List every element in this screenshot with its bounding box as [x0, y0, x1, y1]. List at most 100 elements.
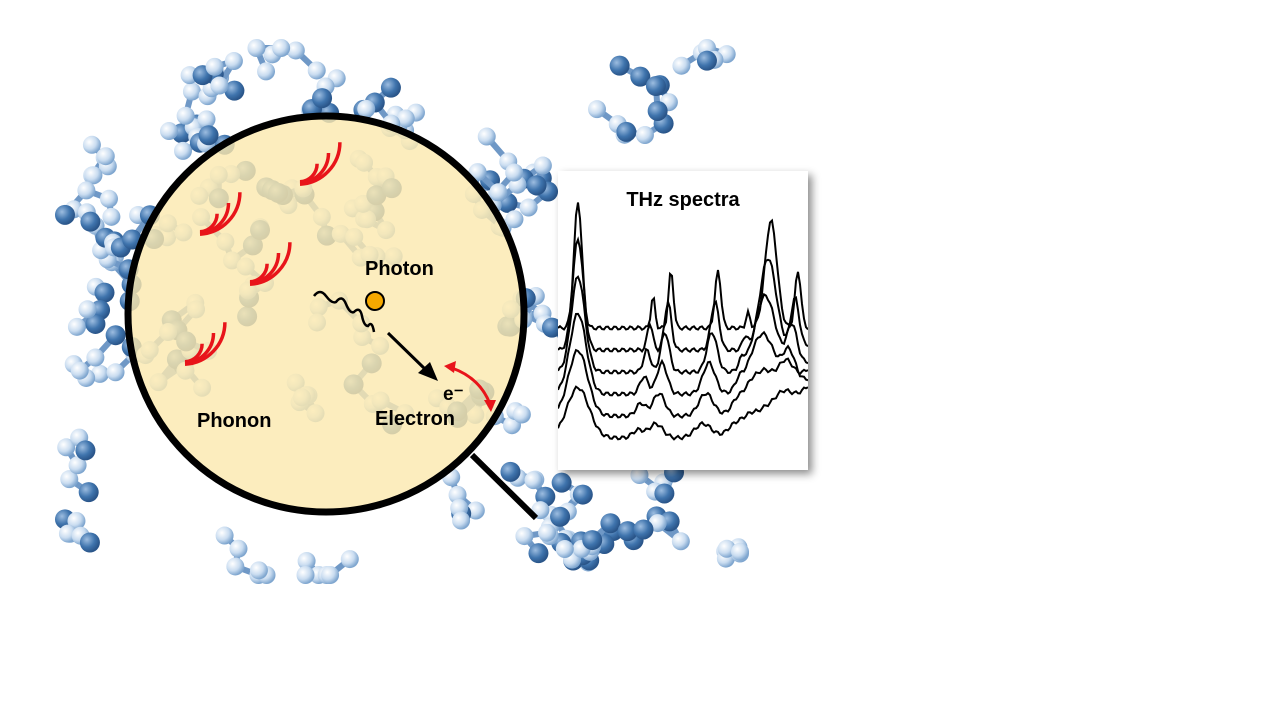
- photon-wavy-arrow-icon: [313, 290, 376, 333]
- atom: [215, 526, 234, 545]
- atom: [380, 77, 401, 98]
- atom: [55, 204, 75, 225]
- atom: [616, 121, 637, 142]
- atom: [357, 99, 376, 118]
- atom: [94, 282, 115, 303]
- atom: [541, 317, 562, 338]
- atom: [489, 183, 508, 202]
- atom: [500, 461, 521, 482]
- phonon-arc: [249, 242, 292, 286]
- atom: [696, 50, 717, 71]
- atom: [671, 532, 690, 551]
- electron-arrow-head: [418, 362, 438, 381]
- spectrum-curve: [558, 275, 808, 376]
- photon-label: Photon: [365, 258, 434, 280]
- atom: [85, 313, 106, 334]
- phonon-arc: [199, 192, 242, 236]
- atom: [75, 440, 96, 461]
- atom: [505, 210, 524, 229]
- atom: [477, 127, 496, 146]
- atom: [176, 106, 195, 125]
- magnifier-rim: [124, 112, 528, 516]
- atom: [78, 300, 97, 319]
- atom: [452, 511, 471, 530]
- atom: [731, 542, 749, 561]
- atom: [466, 501, 485, 520]
- atom: [340, 550, 359, 569]
- atom: [526, 175, 547, 196]
- spectra-plot: [558, 202, 808, 441]
- atom: [505, 163, 524, 182]
- atom: [197, 110, 216, 129]
- atom: [286, 41, 305, 60]
- atom: [519, 198, 538, 217]
- atom: [645, 76, 666, 97]
- atom: [538, 523, 557, 542]
- atom: [672, 56, 691, 75]
- atom: [224, 80, 245, 101]
- phonon-arc: [184, 322, 227, 366]
- atom: [226, 557, 245, 576]
- atom: [297, 552, 316, 571]
- atom: [321, 566, 340, 584]
- electron-symbol: e⁻: [443, 384, 464, 405]
- atom: [78, 482, 99, 503]
- spectrum-curve: [558, 202, 808, 332]
- atom: [654, 483, 675, 504]
- atom: [630, 66, 651, 87]
- spectrum-curve: [558, 312, 808, 398]
- atom: [617, 521, 638, 542]
- electron-arrow-icon: [386, 331, 428, 372]
- atom: [647, 100, 668, 121]
- atom: [296, 566, 315, 584]
- atom: [582, 530, 603, 551]
- atom: [173, 141, 192, 160]
- atom: [396, 109, 415, 128]
- atom: [99, 189, 118, 208]
- atom: [515, 527, 534, 546]
- atom: [80, 211, 101, 232]
- arrowhead: [444, 361, 456, 373]
- atom: [86, 348, 105, 367]
- phonon-arc: [299, 142, 342, 186]
- atom: [633, 519, 654, 540]
- atom: [90, 364, 109, 383]
- atom: [600, 513, 621, 534]
- atom: [550, 506, 571, 527]
- atom: [247, 39, 266, 57]
- photon-dot: [365, 291, 385, 311]
- atom: [249, 561, 268, 580]
- atom: [77, 181, 96, 200]
- atom: [448, 485, 467, 504]
- atom: [198, 125, 219, 146]
- atom: [210, 76, 229, 95]
- atom: [512, 405, 531, 424]
- atom: [96, 147, 115, 166]
- spectrum-curve: [558, 236, 808, 354]
- atom: [528, 543, 549, 564]
- atom: [160, 122, 179, 141]
- spectrum-curve: [558, 348, 808, 419]
- atom: [224, 52, 243, 71]
- magnifier-handle: [469, 452, 539, 521]
- atom: [272, 39, 291, 57]
- atom: [312, 88, 333, 109]
- atom: [257, 62, 276, 81]
- phonon-label: Phonon: [197, 410, 272, 432]
- atom: [630, 466, 649, 485]
- atom: [67, 511, 86, 530]
- atom: [70, 361, 89, 380]
- thz-spectra-panel: THz spectra: [558, 171, 808, 470]
- atom: [60, 470, 79, 489]
- atom: [106, 363, 125, 382]
- atom: [205, 57, 224, 76]
- atom: [82, 135, 101, 154]
- electron-label: Electron: [375, 408, 456, 430]
- atom: [555, 540, 574, 559]
- atom: [635, 126, 654, 145]
- atom: [533, 156, 552, 175]
- atom: [551, 472, 572, 493]
- atom: [609, 55, 630, 76]
- atom: [524, 471, 543, 490]
